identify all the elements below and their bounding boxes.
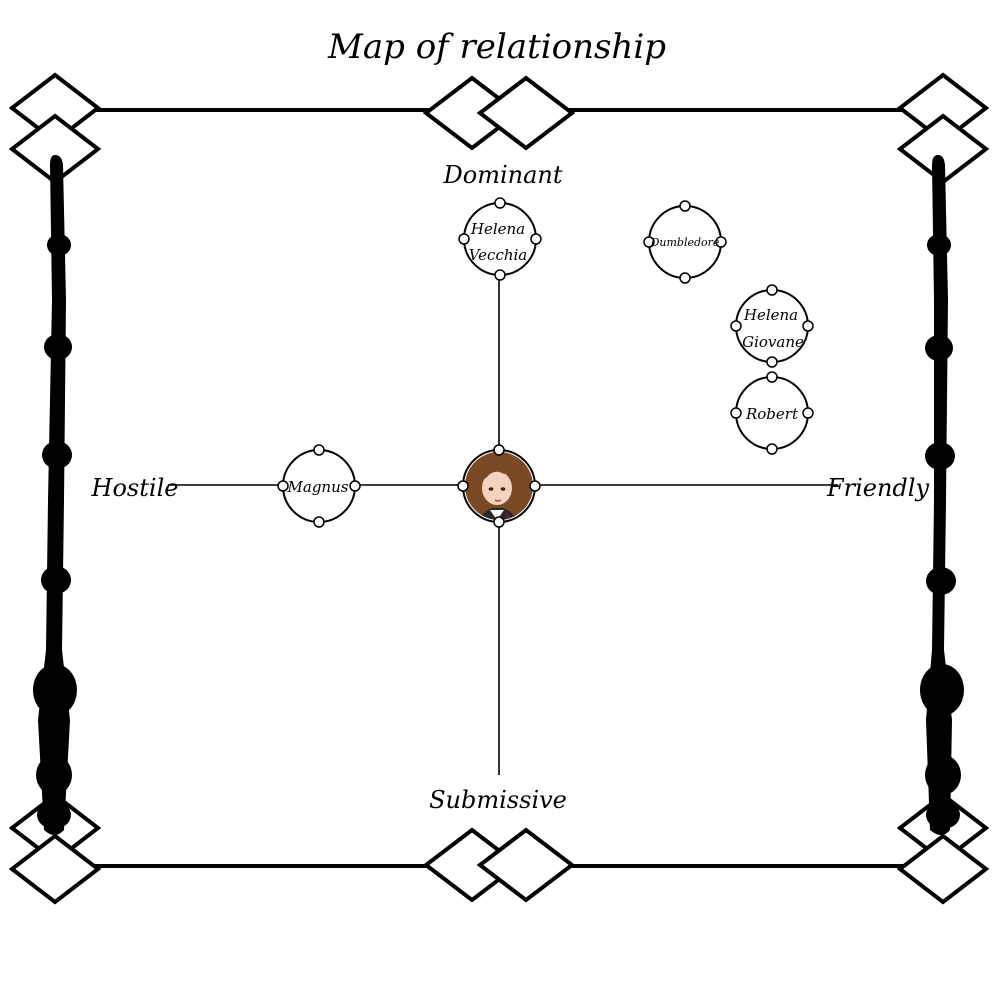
connector-handle[interactable]	[766, 443, 778, 455]
connector-handle[interactable]	[457, 480, 469, 492]
connector-handle[interactable]	[766, 356, 778, 368]
connector-handle[interactable]	[493, 444, 505, 456]
connector-handle[interactable]	[715, 236, 727, 248]
node-magnus[interactable]: Magnus	[277, 444, 361, 528]
connector-handle[interactable]	[643, 236, 655, 248]
node-label: Helena	[470, 220, 525, 238]
connector-handle[interactable]	[802, 407, 814, 419]
node-robert[interactable]: Robert	[730, 371, 814, 455]
node-dumbledore[interactable]: Dumbledore	[643, 200, 727, 284]
connector-handle[interactable]	[679, 272, 691, 284]
connector-handle[interactable]	[458, 233, 470, 245]
page-title: Map of relationship	[327, 27, 666, 67]
node-label: Giovane	[742, 333, 804, 351]
connector-handle[interactable]	[730, 320, 742, 332]
wand-left-icon	[33, 155, 77, 835]
connector-handle[interactable]	[730, 407, 742, 419]
node-label: Magnus	[287, 478, 349, 496]
node-label: Robert	[745, 405, 799, 423]
portrait-icon	[465, 452, 533, 520]
node-center-portrait[interactable]	[457, 444, 541, 528]
connector-handle[interactable]	[493, 516, 505, 528]
wand-right-icon	[920, 155, 964, 835]
connector-handle[interactable]	[494, 269, 506, 281]
connector-handle[interactable]	[679, 200, 691, 212]
axis-label-hostile: Hostile	[91, 474, 179, 502]
connector-handle[interactable]	[530, 233, 542, 245]
connector-handle[interactable]	[529, 480, 541, 492]
node-helena-vecchia[interactable]: Helena Vecchia	[458, 197, 542, 281]
frame	[8, 72, 990, 905]
connector-handle[interactable]	[313, 516, 325, 528]
diamond-ornament-top-center	[422, 75, 576, 151]
node-label: Vecchia	[469, 246, 528, 264]
axis-label-friendly: Friendly	[826, 474, 930, 502]
diamond-ornament-top-right	[896, 72, 990, 185]
node-label: Helena	[743, 306, 798, 324]
node-ring	[735, 289, 809, 363]
connector-handle[interactable]	[766, 371, 778, 383]
connector-handle[interactable]	[313, 444, 325, 456]
diamond-ornament-bottom-center	[422, 827, 576, 903]
connector-handle[interactable]	[494, 197, 506, 209]
node-ring	[463, 202, 537, 276]
node-label: Dumbledore	[650, 236, 720, 249]
diamond-ornament-top-left	[8, 72, 102, 185]
connector-handle[interactable]	[349, 480, 361, 492]
connector-handle[interactable]	[766, 284, 778, 296]
connector-handle[interactable]	[277, 480, 289, 492]
node-helena-giovane[interactable]: Helena Giovane	[730, 284, 814, 368]
axis-label-dominant: Dominant	[443, 161, 563, 189]
connector-handle[interactable]	[802, 320, 814, 332]
axis-label-submissive: Submissive	[429, 786, 567, 814]
